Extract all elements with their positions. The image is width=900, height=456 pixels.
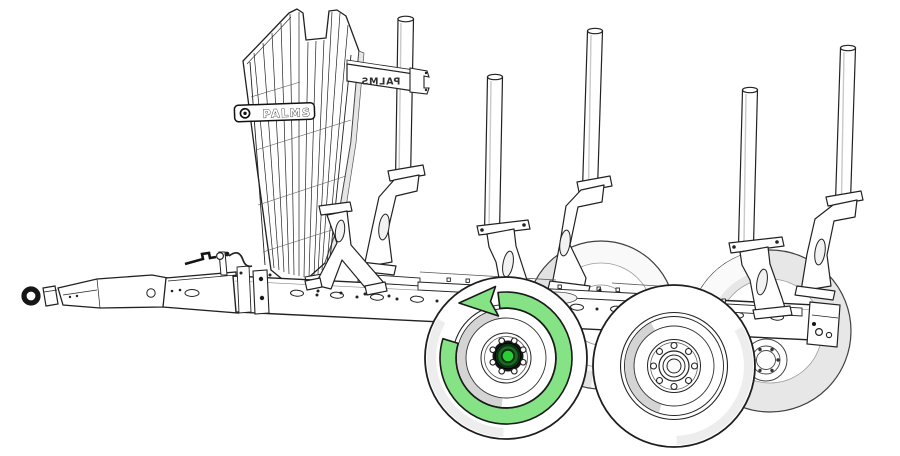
wheel-rear-left xyxy=(592,284,756,448)
crossbar-brand-text-mirrored: PALMS xyxy=(361,77,401,88)
drawbar-beam xyxy=(162,271,239,314)
rotation-arrow-icon xyxy=(439,285,573,425)
frame-rear-bracket xyxy=(806,301,841,348)
bunk-arm-middle-far xyxy=(547,175,613,295)
rotation-arrow-head xyxy=(458,285,500,317)
rotation-arrow-band xyxy=(439,291,573,425)
wheel-rear-left-lug-bolts xyxy=(649,341,699,391)
stake-front-far xyxy=(394,15,415,182)
stakes xyxy=(394,15,857,246)
headboard-crossbar: PALMS xyxy=(346,59,430,95)
bunk-arms-far xyxy=(358,164,864,301)
hub-cap-highlight xyxy=(494,342,522,370)
brand-text: PALMS xyxy=(262,106,311,121)
wheel-front-left-lug-bolts xyxy=(489,337,527,375)
headboard-brace-lines xyxy=(250,81,352,253)
parking-jack-handle xyxy=(184,251,217,266)
stake-middle-far xyxy=(581,27,604,190)
drawbar xyxy=(21,271,239,314)
brand-plate: PALMS xyxy=(233,101,316,123)
tow-eye-icon xyxy=(21,286,41,306)
bunk-arm-rear-far xyxy=(794,190,864,301)
stake-middle-near xyxy=(483,73,504,234)
frame-front-hardware xyxy=(184,251,272,315)
stake-rear-far xyxy=(834,44,857,202)
bunk-arm-front-near xyxy=(304,201,388,296)
stake-rear-near xyxy=(737,86,759,246)
crossbar-stake-clamp xyxy=(409,67,430,95)
bunk-arm-rear-near xyxy=(728,236,793,320)
bunk-arm-front-far xyxy=(358,164,426,276)
